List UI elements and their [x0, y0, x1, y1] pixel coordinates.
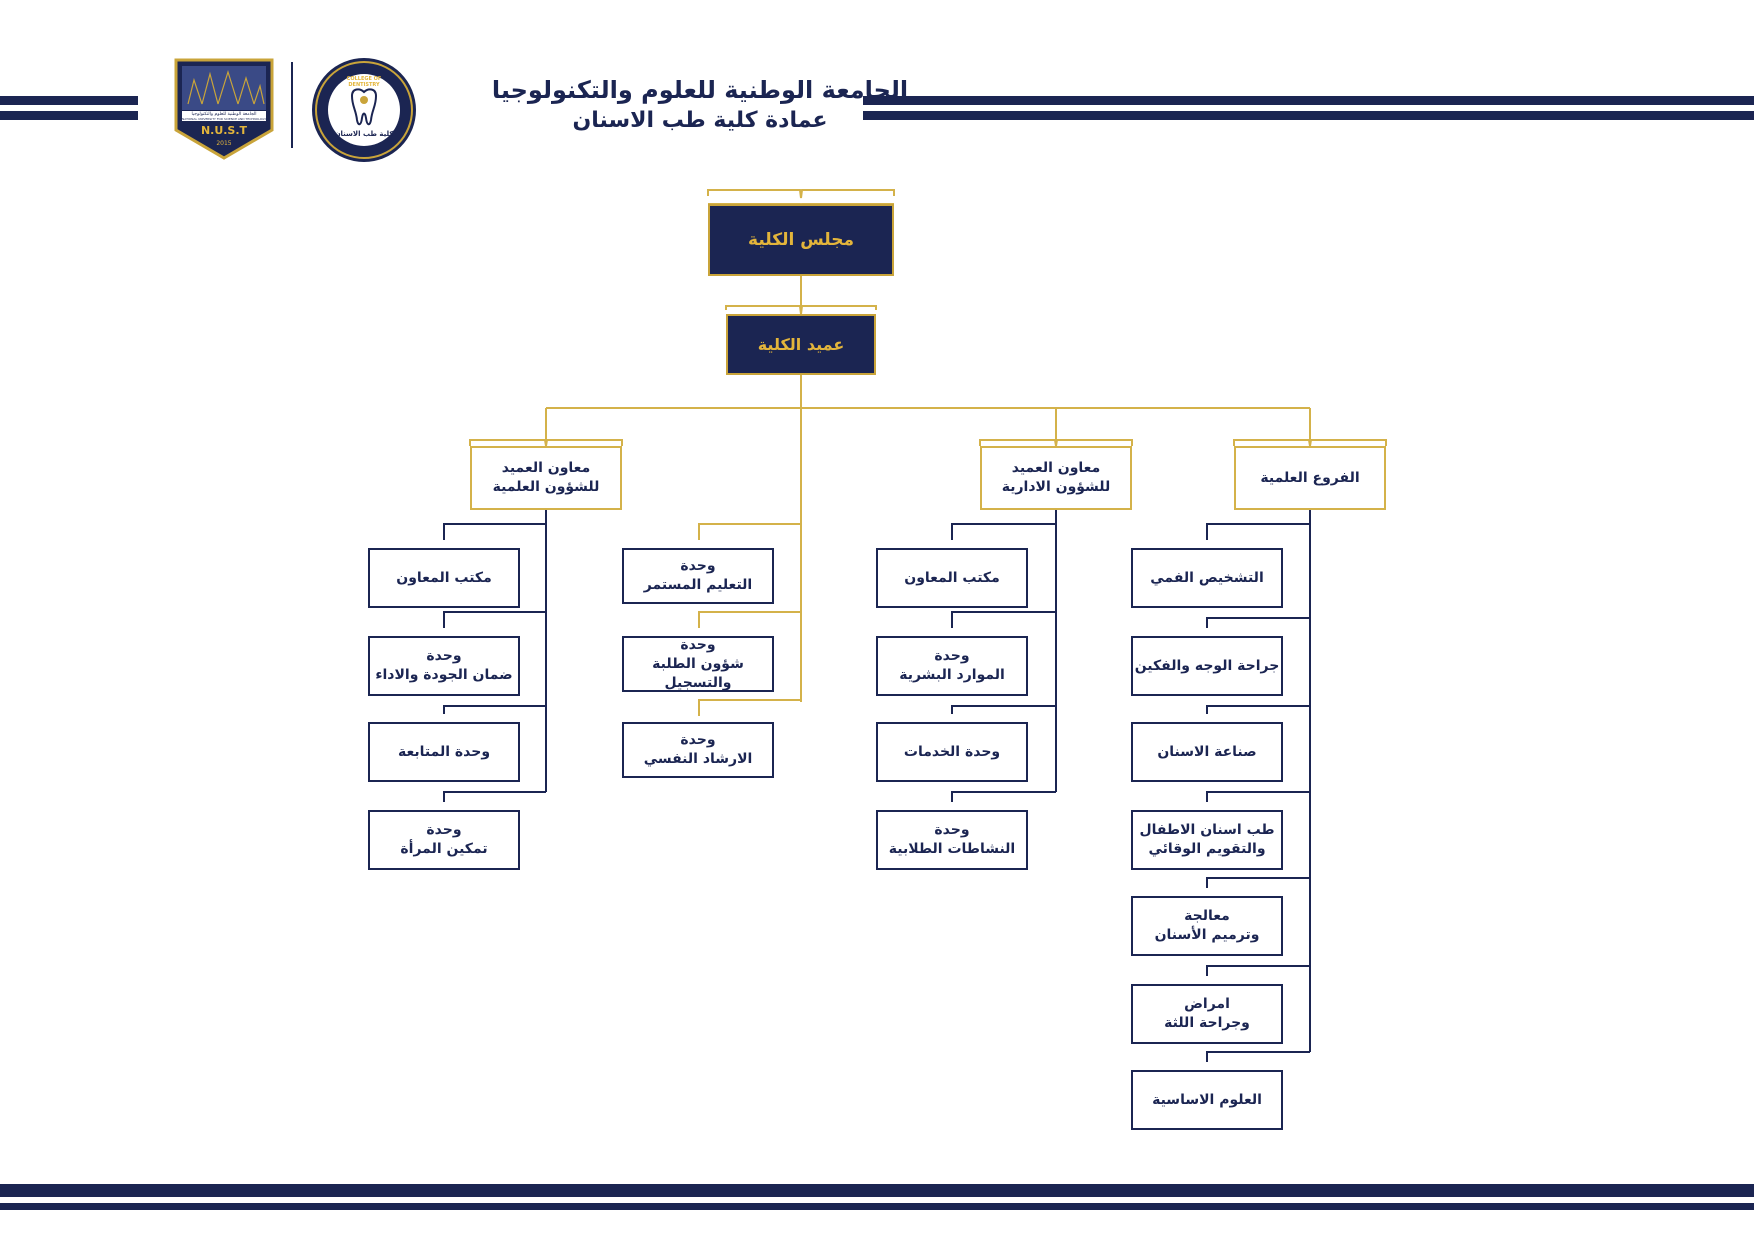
footer-stripe: [0, 1184, 1754, 1197]
college-title: عمادة كلية طب الاسنان: [572, 108, 828, 133]
header-stripe-left: [0, 96, 138, 105]
header-stripe-right: [863, 111, 1754, 120]
admin-unit-node: وحدة الموارد البشرية: [876, 636, 1028, 696]
admin-unit-node: وحدة الخدمات: [876, 722, 1028, 782]
branch-node: التشخيص الفمي: [1131, 548, 1283, 608]
dean-unit-node: وحدة الارشاد النفسي: [622, 722, 774, 778]
branch-node: معالجة وترميم الأسنان: [1131, 896, 1283, 956]
university-title: الجامعة الوطنية للعلوم والتكنولوجيا: [491, 76, 909, 104]
scientific-deputy-node: معاون العميد للشؤون العلمية: [470, 446, 622, 510]
college-logo-english: COLLEGE OF DENTISTRY: [346, 76, 382, 88]
college-seal-icon: [312, 58, 416, 162]
dean-unit-node: وحدة التعليم المستمر: [622, 548, 774, 604]
branch-node: امراض وجراحة اللثة: [1131, 984, 1283, 1044]
branch-node: صناعة الاسنان: [1131, 722, 1283, 782]
college-logo: COLLEGE OF DENTISTRY كلية طب الاسنان: [310, 56, 418, 164]
nust-logo: الجامعة الوطنية للعلوم والتكنولوجيا NATI…: [172, 56, 276, 160]
scientific-unit-node: وحدة المتابعة: [368, 722, 520, 782]
dean-node: عميد الكلية: [726, 314, 876, 375]
admin-unit-node: مكتب المعاون: [876, 548, 1028, 608]
nust-shield-icon: [174, 58, 274, 160]
college-council-node: مجلس الكلية: [708, 204, 894, 276]
admin-unit-node: وحدة النشاطات الطلابية: [876, 810, 1028, 870]
scientific-unit-node: مكتب المعاون: [368, 548, 520, 608]
admin-deputy-node: معاون العميد للشؤون الادارية: [980, 446, 1132, 510]
college-logo-arabic: كلية طب الاسنان: [334, 130, 394, 138]
nust-logo-abbr: N.U.S.T: [200, 124, 248, 137]
header-stripe-left: [0, 111, 138, 120]
scientific-unit-node: وحدة تمكين المرأة: [368, 810, 520, 870]
branches-head-node: الفروع العلمية: [1234, 446, 1386, 510]
logo-divider: [291, 62, 293, 148]
dean-unit-node: وحدة شؤون الطلبة والتسجيل: [622, 636, 774, 692]
header-stripe-right: [863, 96, 1754, 105]
nust-logo-arabic: الجامعة الوطنية للعلوم والتكنولوجيا: [191, 112, 257, 117]
scientific-unit-node: وحدة ضمان الجودة والاداء: [368, 636, 520, 696]
branch-node: العلوم الاساسية: [1131, 1070, 1283, 1130]
branch-node: جراحة الوجه والفكين: [1131, 636, 1283, 696]
branch-node: طب اسنان الاطفال والتقويم الوقائي: [1131, 810, 1283, 870]
nust-logo-english: NATIONAL UNIVERSITY FOR SCIENCE AND TECH…: [182, 117, 266, 121]
nust-logo-year: 2015: [216, 140, 232, 147]
footer-stripe: [0, 1203, 1754, 1210]
